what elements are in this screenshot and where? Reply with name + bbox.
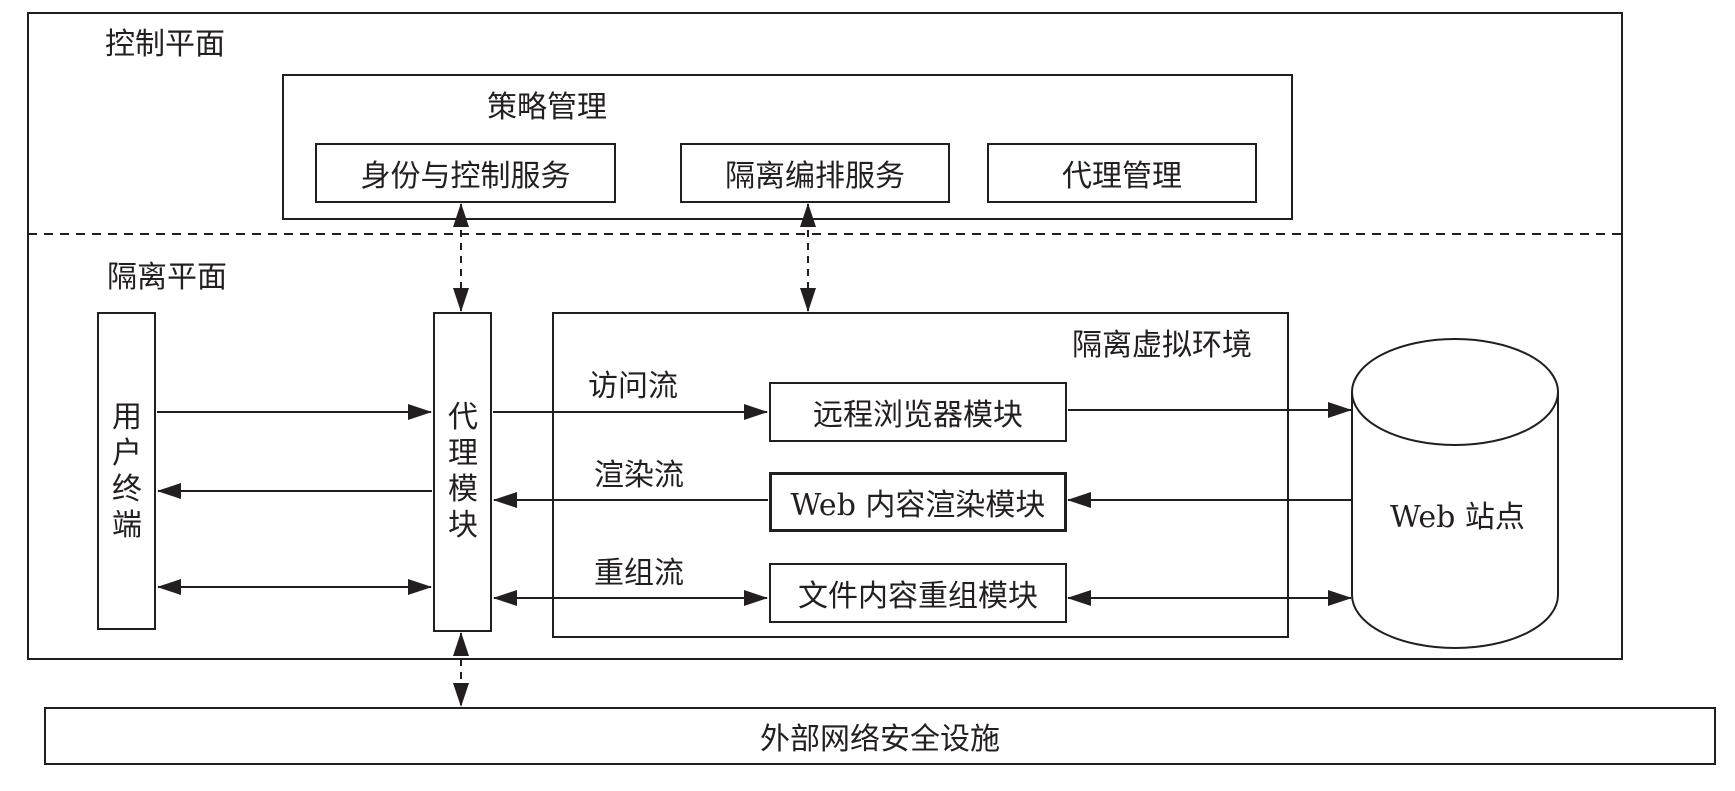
web-site-cylinder (1351, 338, 1559, 649)
isolation-orchestration-service-box: 隔离编排服务 (680, 143, 950, 203)
access-flow-label: 访问流 (588, 369, 678, 404)
file-content-rebuild-module-label: 文件内容重组模块 (798, 579, 1038, 614)
remote-browser-module-label: 远程浏览器模块 (813, 398, 1023, 433)
isolation-plane-label: 隔离平面 (107, 260, 227, 295)
user-terminal-label: 用户终端 (112, 400, 142, 543)
policy-management-label: 策略管理 (487, 90, 607, 125)
render-flow-label: 渲染流 (594, 458, 684, 493)
isolated-virtual-env-box (552, 312, 1289, 638)
web-content-render-module-label: Web 内容渲染模块 (790, 488, 1046, 523)
isolated-virtual-env-label: 隔离虚拟环境 (1072, 328, 1252, 363)
proxy-management-label: 代理管理 (1062, 159, 1182, 194)
rebuild-flow-label: 重组流 (594, 556, 684, 591)
proxy-management-box: 代理管理 (987, 143, 1257, 203)
proxy-module-box (433, 312, 492, 632)
control-plane-label: 控制平面 (105, 27, 225, 62)
isolation-orchestration-service-label: 隔离编排服务 (725, 159, 905, 194)
web-site-label: Web 站点 (1390, 500, 1525, 535)
file-content-rebuild-module-box: 文件内容重组模块 (769, 563, 1067, 623)
user-terminal-box (97, 312, 156, 630)
policy-management-box (282, 74, 1293, 220)
external-security-facilities-box: 外部网络安全设施 (44, 707, 1716, 765)
identity-control-service-label: 身份与控制服务 (360, 159, 571, 194)
proxy-module-label: 代理模块 (448, 400, 478, 543)
identity-control-service-box: 身份与控制服务 (315, 143, 616, 203)
external-security-facilities-label: 外部网络安全设施 (760, 722, 1000, 757)
remote-browser-module-box: 远程浏览器模块 (769, 382, 1067, 442)
web-content-render-module-box: Web 内容渲染模块 (769, 472, 1067, 532)
outer-frame (27, 12, 1623, 660)
